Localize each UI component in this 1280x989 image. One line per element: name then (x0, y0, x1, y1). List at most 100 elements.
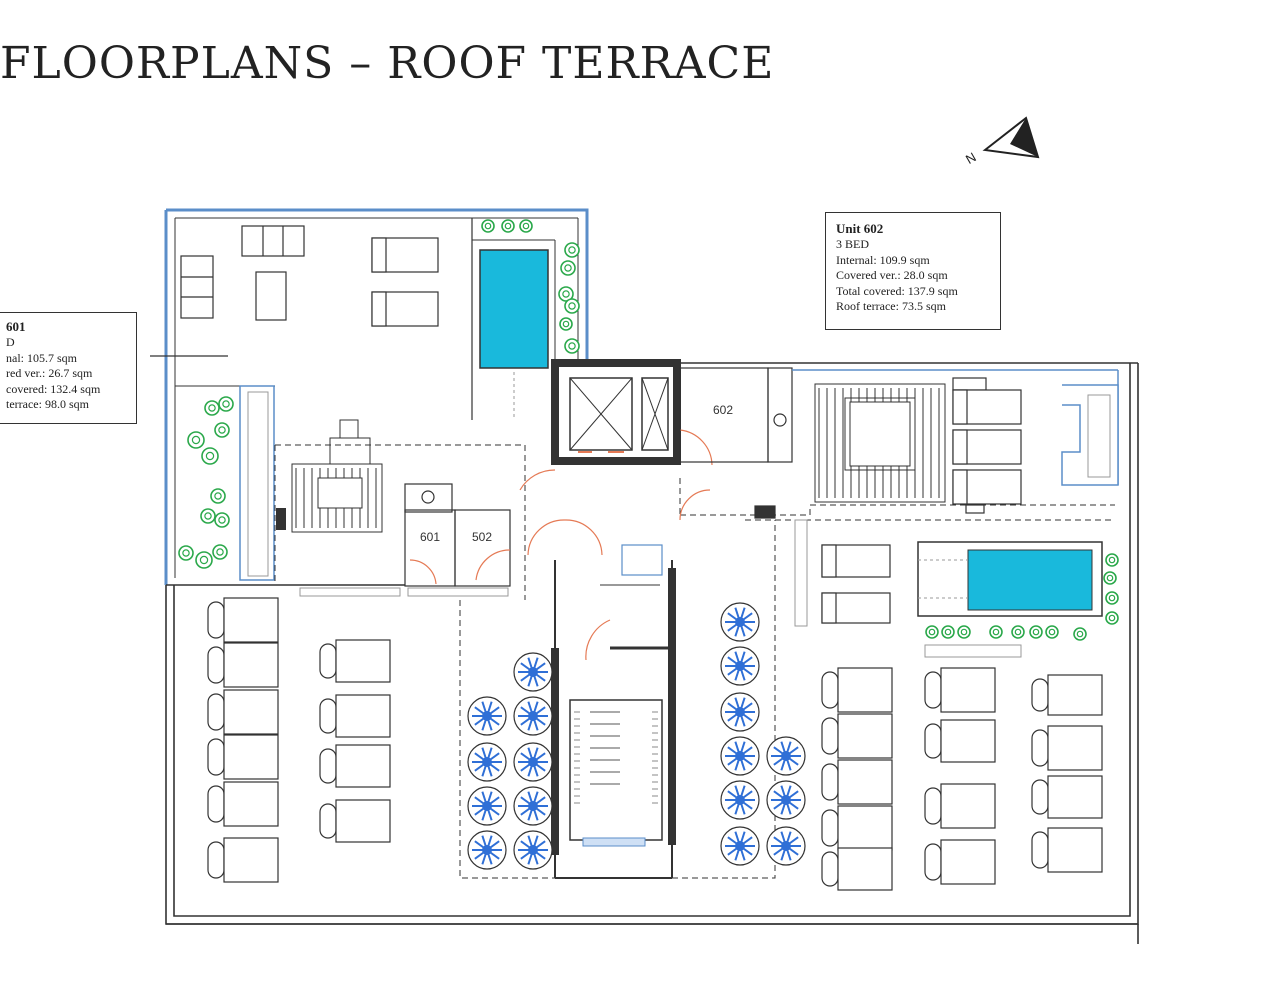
sun-lounger (207, 597, 279, 643)
corridor (551, 544, 676, 878)
room-label-502: 502 (472, 530, 492, 544)
plant-icon (519, 219, 533, 233)
plant-icon (989, 625, 1003, 639)
plant-icon (925, 625, 939, 639)
sun-lounger (207, 837, 279, 883)
sun-lounger (821, 805, 893, 851)
blue-lounge-chair-icon (467, 830, 507, 870)
plant-icon (195, 551, 213, 569)
plant-icon (564, 242, 580, 258)
blue-lounge-chair-icon (720, 692, 760, 732)
plant-icon (187, 431, 205, 449)
wall-rails (299, 519, 1022, 658)
sun-lounger (1031, 775, 1103, 819)
unit-601-beds: D (6, 335, 15, 349)
dining-chairs-601 (295, 468, 377, 528)
plant-icon (200, 508, 216, 524)
sun-lounger (319, 744, 391, 788)
unit-601-internal: nal: 105.7 sqm (6, 350, 77, 365)
unit-601-total-covered: covered: 132.4 sqm (6, 381, 101, 396)
blue-lounge-chair-icon (513, 652, 553, 692)
dining-chairs-602 (818, 388, 940, 498)
external-stair-601 (239, 385, 286, 581)
plant-icon (941, 625, 955, 639)
loungers-602-upper (754, 377, 1022, 519)
plant-icon (957, 625, 971, 639)
blue-lounge-chair-icon (720, 826, 760, 866)
plant-icon (204, 400, 220, 416)
terrace-loungers (207, 597, 1103, 891)
sun-lounger (207, 689, 279, 735)
blue-lounge-chair-icon (720, 736, 760, 776)
blue-lounge-chair-icon (513, 696, 553, 736)
plant-icon (501, 219, 515, 233)
sun-lounger (924, 719, 996, 763)
door-swings (409, 429, 713, 661)
sun-lounger (207, 734, 279, 780)
unit-601-title: 601 (6, 319, 26, 334)
plant-icon (218, 396, 234, 412)
sun-lounger (1031, 674, 1103, 716)
sun-lounger (821, 667, 893, 713)
unit-602-internal: Internal: 109.9 sqm (836, 252, 930, 267)
blue-lounge-chair-icon (467, 696, 507, 736)
sun-lounger (821, 847, 893, 891)
stair-core (555, 699, 672, 879)
rooms-601-502 (404, 483, 511, 587)
sun-lounger (821, 759, 893, 805)
room-label-602: 602 (713, 403, 733, 417)
plant-icon (560, 260, 576, 276)
plant-icon (1029, 625, 1043, 639)
external-stair-602 (1061, 384, 1119, 486)
unit-602-roof-terrace: Roof terrace: 73.5 sqm (836, 299, 946, 313)
plant-icon (564, 338, 580, 354)
pool-601 (479, 249, 549, 369)
sun-lounger (319, 799, 391, 843)
sun-lounger (924, 667, 996, 713)
blue-lounge-chair-icon (467, 786, 507, 826)
blue-lounge-chair-icon (513, 786, 553, 826)
sun-lounger (319, 639, 391, 683)
unit-602-beds: 3 BED (836, 237, 869, 251)
sun-lounger (319, 694, 391, 738)
blue-lounge-chair-icon (720, 646, 760, 686)
blue-lounge-chair-icon (766, 736, 806, 776)
unit-602-total-covered: Total covered: 137.9 sqm (836, 283, 958, 298)
plant-icon (212, 544, 228, 560)
sun-lounger (821, 713, 893, 759)
unit-602-covered-ver: Covered ver.: 28.0 sqm (836, 268, 948, 282)
plant-icon (214, 512, 230, 528)
sun-lounger (207, 642, 279, 688)
blue-lounge-chair-icon (720, 780, 760, 820)
table-top (317, 477, 363, 509)
sun-lounger (1031, 827, 1103, 873)
plant-icon (1073, 627, 1087, 641)
blue-lounge-chair-icon (766, 780, 806, 820)
room-label-601: 601 (420, 530, 440, 544)
plant-icon (210, 488, 226, 504)
plant-icon (1105, 611, 1119, 625)
blue-lounge-chair-icon (513, 742, 553, 782)
plant-icon (1105, 591, 1119, 605)
blue-lounge-chair-icon (513, 830, 553, 870)
unit-601-info-box: 601 D nal: 105.7 sqm red ver.: 26.7 sqm … (0, 312, 137, 424)
sun-lounger (1031, 725, 1103, 771)
lift-core (551, 359, 681, 465)
sun-lounger (924, 839, 996, 885)
compass-label: N (963, 149, 979, 167)
plant-icon (1045, 625, 1059, 639)
unit-601-area (150, 208, 589, 586)
plant-icon (1103, 571, 1117, 585)
plant-icon (178, 545, 194, 561)
page-title: FLOORPLANS – ROOF TERRACE (0, 38, 775, 89)
plant-icon (564, 298, 580, 314)
blue-lounge-chair-icon (467, 742, 507, 782)
furniture-601 (180, 225, 439, 327)
unit-601-covered-ver: red ver.: 26.7 sqm (6, 366, 93, 380)
blue-lounge-chair-icon (720, 602, 760, 642)
plant-icon (1105, 553, 1119, 567)
blue-lounge-chair-icon (766, 826, 806, 866)
blue-lounge-chairs (467, 602, 806, 870)
unit-602-title: Unit 602 (836, 221, 884, 236)
